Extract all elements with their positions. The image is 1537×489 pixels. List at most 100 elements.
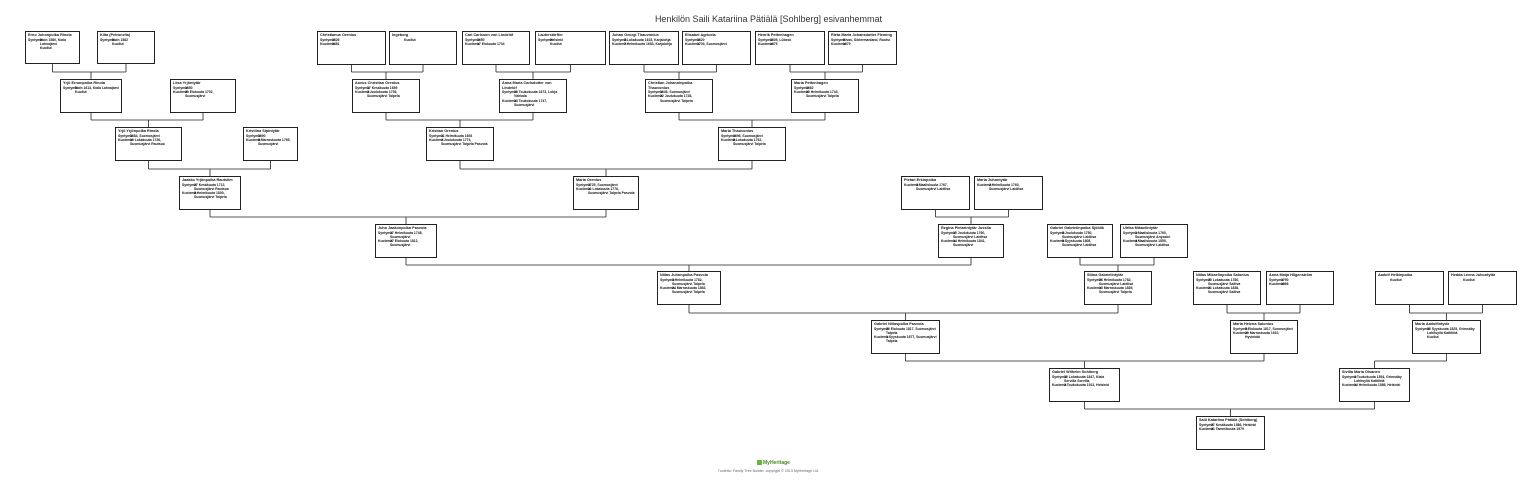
fact-value: Kuollut [550, 41, 562, 46]
person-name: Juho Jaakonpoika Pasvola [378, 226, 427, 230]
fact-label: Syntymä: [1050, 230, 1066, 235]
person-card[interactable]: Saili Katariina Pätiälä (Sohlberg)Syntym… [1196, 416, 1265, 450]
person-fact: Kuollut [1415, 335, 1478, 339]
person-fact: Kuolema:11 Lokakuuta 1776, Suomusjärvi T… [576, 187, 636, 196]
fact-value: 8 Syyskuuta 1808, Suomusjärvi Laiditsa [1062, 239, 1097, 248]
person-name: Maria Orenius [576, 178, 602, 182]
person-fact: Kuollut [63, 90, 119, 94]
fact-label: Syntymä: [1233, 326, 1249, 331]
fact-label: Kuolema: [941, 239, 957, 244]
person-fact: Syntymä:25 Lokakuuta 1780, Suomusjärvi S… [1196, 278, 1258, 287]
fact-label: Kuolema: [465, 41, 481, 46]
fact-label: Kuolema: [612, 41, 628, 46]
fact-value: 20 Helmikuuta 1743, Suomusjärvi Talpela [806, 89, 839, 99]
person-fact: Syntymä:17 Kesäkuuta 1659 [355, 86, 417, 90]
fact-label: Syntymä: [1123, 230, 1139, 235]
fact-value: 4 Maaliskuuta 1855, Suomusjärvi Laiditsa [1135, 239, 1170, 248]
fact-value: 8 Lokakuuta 1762, Suomusjärvi Talpela [733, 137, 766, 147]
fact-label: Kuolema: [429, 137, 445, 142]
person-name: Hedda Leena Juhontytär [1451, 273, 1496, 277]
fact-value: Kuollut [404, 37, 416, 42]
fact-value: 30 Elokuuta 1702, Suomusjärvi [185, 89, 214, 99]
person-fact: Syntymä:1605, Lübeck [758, 38, 822, 42]
fact-value: 1626 [332, 37, 340, 42]
fact-label [28, 46, 40, 50]
fact-label: Kuolema: [320, 41, 336, 46]
person-name: Anxus Christian Orenius [355, 81, 400, 85]
person-fact: Kuolema:21 Lokakuuta 1838, Suomusjärvi S… [1196, 286, 1258, 295]
fact-value: 1675 [770, 41, 778, 46]
fact-value: Helsinki [550, 37, 564, 42]
fact-label: Syntymä: [576, 182, 592, 187]
person-name: Yrjö Yrjönpoika Rinola [118, 129, 159, 133]
person-name: Gabriel Wilhelm Sohlberg [1052, 370, 1099, 374]
person-name: Stiina Gabrielintytär [1087, 273, 1124, 277]
person-fact: Kuolema:20 Helmikuuta 1743, Suomusjärvi … [794, 90, 856, 99]
person-fact: Syntymä:17 Helmikuuta 1748, Suomusjärvi [378, 231, 434, 240]
fact-label: Syntymä: [538, 37, 554, 42]
footer-text: Tuotettu: Family Tree Builder, copyright… [717, 469, 820, 473]
fact-label: Syntymä: [1269, 277, 1285, 282]
person-fact: Syntymä:1662 [794, 86, 856, 90]
fact-value: 13 Toukokuuta 1747, Suomusjärvi [514, 98, 548, 108]
person-fact: Kuolema:31 Tammikuuta 1979 [1199, 427, 1262, 431]
fact-value: 2 Toukokuuta 1913, Helsinki [1064, 383, 1110, 388]
fact-label [1451, 278, 1463, 282]
fact-value: 27 Kesäkuuta 1712, Suomusjärvi Rautsuo [194, 182, 229, 191]
fact-label: Syntymä: [246, 133, 262, 138]
person-fact: Kuolema:14 Helmikuuta 1841, Suomusjärvi [941, 239, 1001, 248]
person-name: Ulrika Mikaelintytär [1123, 226, 1158, 230]
person-fact: Kuolema:14 Helmikuuta 1886, Helsinki [1342, 383, 1407, 387]
fact-value: 2 Joulukuuta 1774, Suomusjärvi Talpela P… [441, 137, 488, 147]
fact-label: Syntymä: [28, 37, 44, 42]
fact-value: 10 Lokakuuta 1847, Kiala Sorvilla Sorvil… [1064, 374, 1105, 383]
person-fact: Kuolema:17 Elokuuta 1734 [465, 42, 527, 46]
person-fact: Syntymä:20 Elokuuta 1817, Suomusjärvi Ta… [874, 327, 937, 336]
fact-value: 17 Helmikuuta 1748, Suomusjärvi [390, 230, 423, 239]
fact-value: 1725, Suomusjärvi [588, 182, 618, 187]
person-name: Lauterstörffer [538, 33, 563, 37]
fact-label: Kuolema: [977, 182, 993, 187]
fact-value: Kuollut [1427, 335, 1439, 340]
